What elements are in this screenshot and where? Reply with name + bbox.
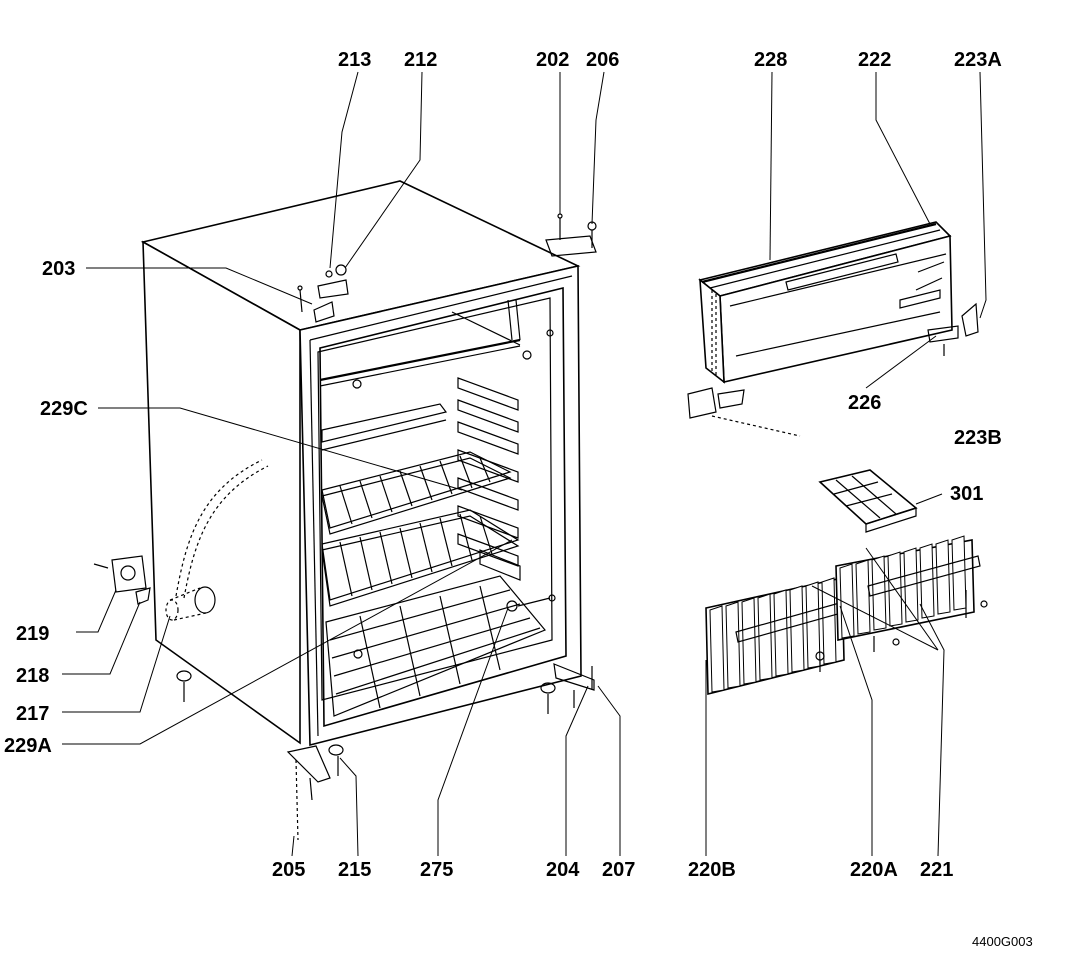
callout-213: 213 <box>338 49 371 71</box>
callout-220b: 220B <box>688 859 736 881</box>
callout-217: 217 <box>16 703 49 725</box>
callout-labels: 213 212 202 206 228 222 223A 203 229C 22… <box>4 49 1033 949</box>
callout-206: 206 <box>586 49 619 71</box>
callout-301: 301 <box>950 483 983 505</box>
evaporator-fins-220a <box>835 535 988 652</box>
upper-wire-shelf <box>321 451 512 535</box>
top-right-hinge <box>545 213 597 257</box>
drawing-code: 4400G003 <box>972 934 1033 949</box>
callout-212: 212 <box>404 49 437 71</box>
callout-204: 204 <box>546 859 580 881</box>
callout-207: 207 <box>602 859 635 881</box>
callout-221: 221 <box>920 859 953 881</box>
callout-203: 203 <box>42 258 75 280</box>
callout-220a: 220A <box>850 859 898 881</box>
refrigerator-cabinet <box>93 180 597 841</box>
callout-229c: 229C <box>40 398 88 420</box>
callout-228: 228 <box>754 49 787 71</box>
callout-226: 226 <box>848 392 881 414</box>
top-left-hinge <box>297 264 349 323</box>
callout-229a: 229A <box>4 735 52 757</box>
callout-222: 222 <box>858 49 891 71</box>
callout-223b: 223B <box>954 427 1002 449</box>
callout-205: 205 <box>272 859 305 881</box>
lower-wire-shelf <box>321 509 520 607</box>
ice-tray <box>818 469 918 533</box>
drain-tube <box>175 459 263 597</box>
bottom-left-hinge <box>286 744 344 841</box>
floor-grille <box>325 575 556 717</box>
thermostat-bracket <box>93 555 151 605</box>
cabinet-foot <box>176 670 192 702</box>
leader-lines <box>62 71 987 857</box>
freezer-door <box>687 221 979 437</box>
callout-275: 275 <box>420 859 453 881</box>
callout-202: 202 <box>536 49 569 71</box>
thermostat-knob <box>165 586 216 621</box>
callout-219: 219 <box>16 623 49 645</box>
bottom-right-hinge <box>540 663 595 714</box>
callout-218: 218 <box>16 665 49 687</box>
callout-215: 215 <box>338 859 371 881</box>
callout-223a: 223A <box>954 49 1002 71</box>
